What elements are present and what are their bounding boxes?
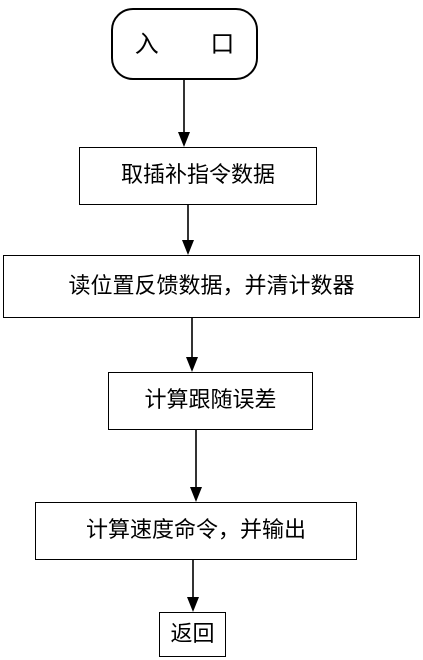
fetch-interpolation-data-step: 取插补指令数据 [79, 147, 317, 205]
arrow-error-to-speed [190, 430, 202, 502]
return-step: 返回 [159, 612, 226, 657]
arrow-fetch-to-read [182, 205, 194, 255]
compute-speed-command-step: 计算速度命令，并输出 [35, 502, 357, 560]
arrow-read-to-error [186, 318, 198, 372]
arrow-speed-to-return [187, 560, 199, 612]
arrow-entry-to-fetch [178, 80, 190, 147]
read-feedback-step: 读位置反馈数据，并清计数器 [3, 255, 420, 318]
entry-terminal: 入 口 [111, 8, 258, 80]
compute-following-error-step: 计算跟随误差 [108, 372, 313, 430]
